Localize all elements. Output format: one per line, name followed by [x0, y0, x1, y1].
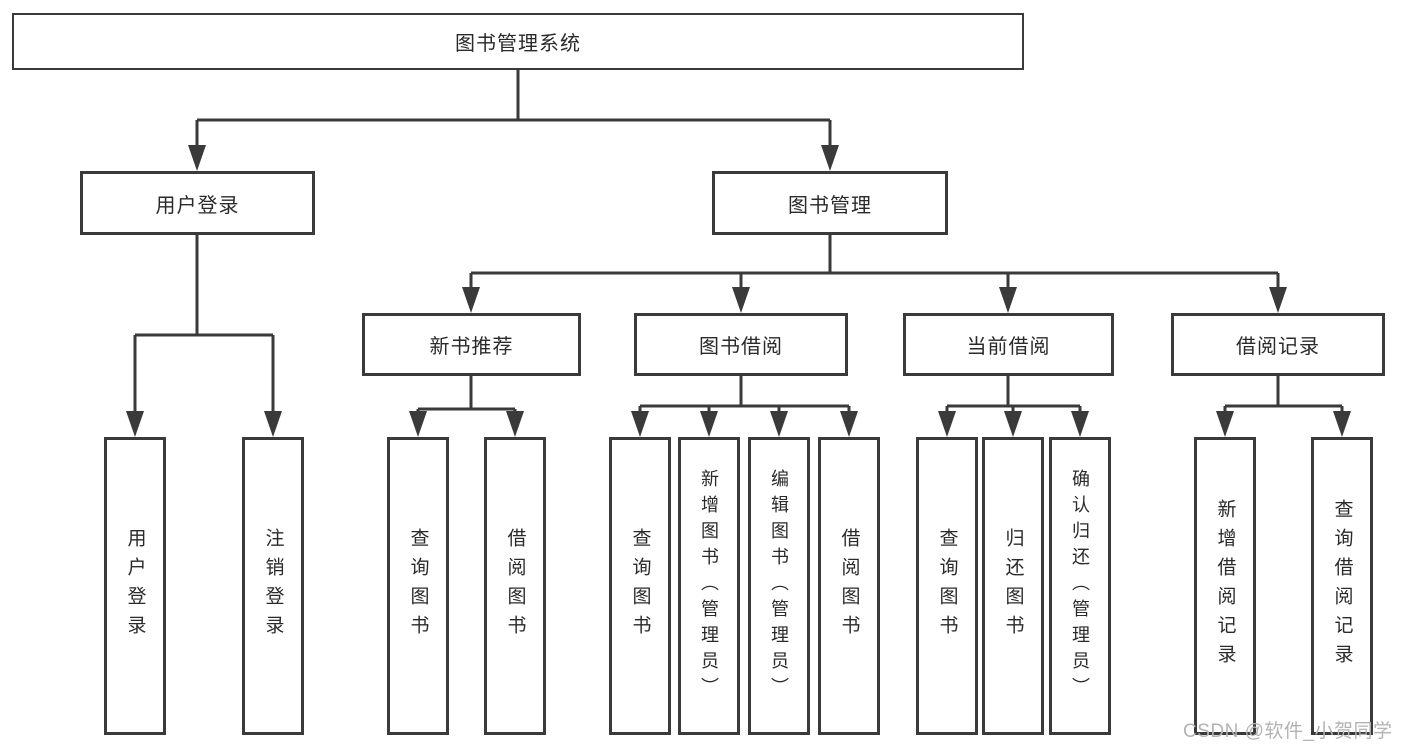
- node-label: 新书推荐: [429, 336, 514, 358]
- leaf-label: 编辑图书（管理员）: [769, 469, 789, 703]
- node-user-login: 用户登录: [80, 171, 315, 235]
- leaf-borrow-books-rec: 借阅图书: [484, 437, 546, 735]
- node-label: 用户登录: [155, 194, 240, 217]
- node-current-borrowing: 当前借阅: [903, 313, 1114, 376]
- node-label: 图书管理系统: [455, 33, 581, 55]
- csdn-watermark: CSDN @软件_小贺同学: [1183, 721, 1393, 742]
- leaf-query-books-current: 查询图书: [916, 437, 978, 735]
- leaf-label: 归还图书: [1002, 528, 1024, 644]
- node-book-management: 图书管理: [712, 171, 948, 235]
- arrow-down-icon: [631, 411, 649, 437]
- leaf-label: 注销登录: [262, 528, 284, 644]
- leaf-query-borrow-record: 查询借阅记录: [1311, 437, 1373, 735]
- node-label: 图书借阅: [699, 336, 783, 358]
- leaf-label: 用户登录: [124, 528, 146, 644]
- arrow-down-icon: [1071, 411, 1089, 437]
- leaf-confirm-return-admin: 确认归还（管理员）: [1049, 437, 1111, 735]
- leaf-user-login: 用户登录: [104, 437, 166, 735]
- arrow-down-icon: [770, 411, 788, 437]
- node-library-management-system: 图书管理系统: [12, 13, 1024, 70]
- leaf-label: 查询图书: [936, 528, 958, 644]
- leaf-borrow-books: 借阅图书: [818, 437, 880, 735]
- arrowheads: [126, 145, 1351, 437]
- leaf-query-books-borrow: 查询图书: [609, 437, 671, 735]
- leaf-label: 确认归还（管理员）: [1070, 469, 1090, 703]
- arrow-down-icon: [999, 287, 1017, 313]
- arrow-down-icon: [1216, 411, 1234, 437]
- leaf-add-borrow-record: 新增借阅记录: [1194, 437, 1256, 735]
- node-label: 图书管理: [788, 194, 872, 217]
- leaf-logout-login: 注销登录: [242, 437, 304, 735]
- leaf-return-books: 归还图书: [982, 437, 1044, 735]
- arrow-down-icon: [188, 145, 206, 171]
- arrow-down-icon: [264, 411, 282, 437]
- connector-borrow-record: [1223, 376, 1344, 414]
- arrow-down-icon: [938, 411, 956, 437]
- leaf-label: 借阅图书: [838, 528, 860, 644]
- arrow-down-icon: [840, 411, 858, 437]
- arrow-down-icon: [1333, 411, 1351, 437]
- node-borrowing-records: 借阅记录: [1171, 313, 1385, 376]
- connector-new-book-rec: [416, 376, 517, 414]
- arrow-down-icon: [1269, 287, 1287, 313]
- leaf-label: 借阅图书: [504, 528, 526, 644]
- node-label: 借阅记录: [1236, 336, 1320, 358]
- arrow-down-icon: [700, 411, 718, 437]
- arrow-down-icon: [732, 287, 750, 313]
- arrow-down-icon: [506, 411, 524, 437]
- leaf-label: 查询图书: [629, 528, 651, 644]
- connector-book-borrow: [638, 376, 851, 414]
- connector-book-management: [469, 235, 1280, 290]
- connector-root: [195, 70, 832, 148]
- leaf-add-books-admin: 新增图书（管理员）: [678, 437, 740, 735]
- connector-current-borrow: [945, 376, 1082, 414]
- node-book-borrowing: 图书借阅: [634, 313, 848, 376]
- arrow-down-icon: [462, 287, 480, 313]
- node-new-book-recommendation: 新书推荐: [362, 313, 581, 376]
- leaf-label: 新增图书（管理员）: [699, 469, 719, 703]
- leaf-query-books-rec: 查询图书: [387, 437, 449, 735]
- arrow-down-icon: [821, 145, 839, 171]
- arrow-down-icon: [126, 411, 144, 437]
- leaf-label: 查询借阅记录: [1331, 499, 1353, 673]
- connector-user-login: [133, 235, 275, 413]
- leaf-edit-books-admin: 编辑图书（管理员）: [748, 437, 810, 735]
- leaf-label: 查询图书: [407, 528, 429, 644]
- node-label: 当前借阅: [966, 336, 1051, 358]
- leaf-label: 新增借阅记录: [1214, 499, 1236, 673]
- arrow-down-icon: [409, 411, 427, 437]
- arrow-down-icon: [1004, 411, 1022, 437]
